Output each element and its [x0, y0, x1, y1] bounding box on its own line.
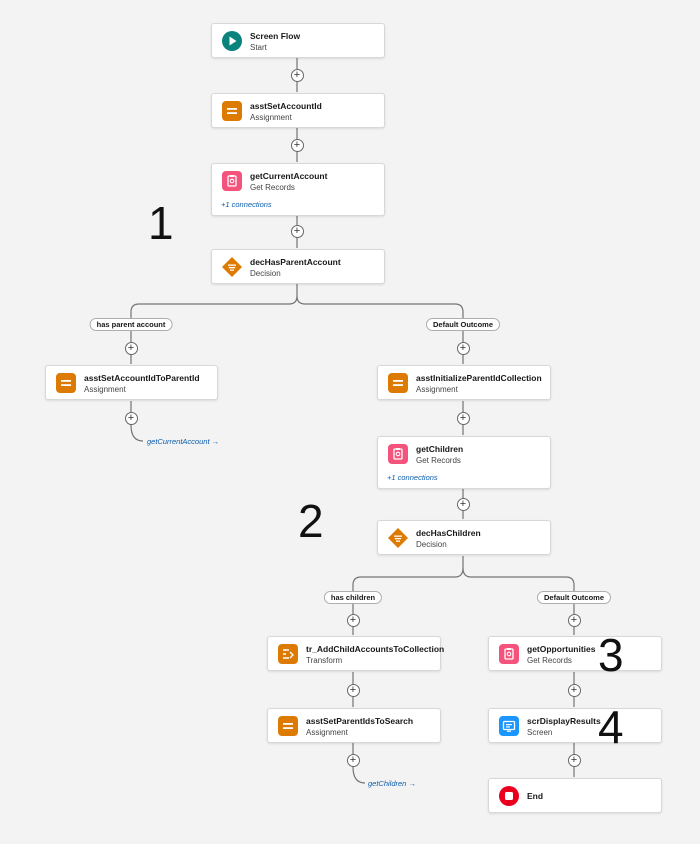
add-element-button[interactable]: +	[290, 68, 304, 82]
end-node[interactable]: End	[488, 778, 662, 813]
node-type: Get Records	[250, 183, 295, 192]
start-node[interactable]: Screen Flow Start	[211, 23, 385, 58]
add-element-button[interactable]: +	[567, 753, 581, 767]
node-title: Screen Flow	[250, 31, 301, 41]
connections-link[interactable]: +1 connections	[221, 200, 272, 209]
decHasParentAccount-node[interactable]: decHasParentAccount Decision	[211, 249, 385, 284]
node-title: getChildren	[416, 444, 464, 454]
add-element-button[interactable]: +	[456, 497, 470, 511]
node-title: tr_AddChildAccountsToCollection	[306, 644, 445, 654]
add-element-button[interactable]: +	[346, 683, 360, 697]
asstSetParentIdsToSearch-node[interactable]: asstSetParentIdsToSearch Assignment	[267, 708, 441, 743]
outcome-label-default[interactable]: Default Outcome	[536, 591, 612, 604]
assignment-icon	[388, 373, 408, 393]
node-title: decHasParentAccount	[250, 257, 341, 267]
node-type: Get Records	[527, 656, 572, 665]
getOpportunities-node[interactable]: getOpportunities Get Records	[488, 636, 662, 671]
add-element-button[interactable]: +	[124, 411, 138, 425]
goto-link-getCurrentAccount[interactable]: getCurrentAccount →	[147, 437, 220, 446]
node-title: scrDisplayResults	[527, 716, 601, 726]
outcome-label-default[interactable]: Default Outcome	[425, 318, 501, 331]
outcome-label-has-parent-account[interactable]: has parent account	[89, 318, 173, 331]
add-element-button[interactable]: +	[456, 411, 470, 425]
add-element-button[interactable]: +	[567, 613, 581, 627]
decHasChildren-node[interactable]: decHasChildren Decision	[377, 520, 551, 555]
assignment-icon	[222, 101, 242, 121]
assignment-icon	[56, 373, 76, 393]
add-element-button[interactable]: +	[124, 341, 138, 355]
annotation-number-2: 2	[298, 495, 324, 547]
node-title: asstSetParentIdsToSearch	[306, 716, 414, 726]
getChildren-node[interactable]: getChildren Get Records +1 connections	[377, 436, 551, 489]
node-title: asstSetAccountId	[250, 101, 322, 111]
asstInitializeParentIdCollection-node[interactable]: asstInitializeParentIdCollection Assignm…	[377, 365, 551, 400]
annotation-number-4: 4	[598, 701, 624, 753]
get-records-icon	[222, 171, 242, 191]
tr_AddChildAccountsToCollection-node[interactable]: tr_AddChildAccountsToCollection Transfor…	[267, 636, 445, 671]
annotation-number-1: 1	[148, 197, 174, 249]
add-element-button[interactable]: +	[290, 138, 304, 152]
connections-link[interactable]: +1 connections	[387, 473, 438, 482]
get-records-icon	[388, 444, 408, 464]
node-type: Assignment	[306, 728, 348, 737]
node-type: Transform	[306, 656, 343, 665]
scrDisplayResults-node[interactable]: scrDisplayResults Screen	[488, 708, 662, 743]
node-title: asstSetAccountIdToParentId	[84, 373, 200, 383]
node-title: decHasChildren	[416, 528, 481, 538]
decision-icon	[388, 528, 408, 548]
add-element-button[interactable]: +	[567, 683, 581, 697]
node-title: getOpportunities	[527, 644, 596, 654]
play-icon	[222, 31, 242, 51]
transform-icon	[278, 644, 298, 664]
node-type: Assignment	[250, 113, 292, 122]
node-type: Assignment	[416, 385, 458, 394]
asstSetAccountId-node[interactable]: asstSetAccountId Assignment	[211, 93, 385, 128]
node-title: End	[527, 791, 544, 801]
assignment-icon	[278, 716, 298, 736]
getCurrentAccount-node[interactable]: getCurrentAccount Get Records +1 connect…	[211, 163, 385, 216]
node-type: Get Records	[416, 456, 461, 465]
add-element-button[interactable]: +	[290, 224, 304, 238]
node-type: Decision	[416, 540, 447, 549]
outcome-label-has-children[interactable]: has children	[323, 591, 383, 604]
add-element-button[interactable]: +	[346, 753, 360, 767]
decision-icon	[222, 257, 242, 277]
stop-icon	[499, 786, 519, 806]
screen-icon	[499, 716, 519, 736]
node-type: Assignment	[84, 385, 126, 394]
node-type: Start	[250, 43, 267, 52]
node-type: Decision	[250, 269, 281, 278]
add-element-button[interactable]: +	[456, 341, 470, 355]
node-title: asstInitializeParentIdCollection	[416, 373, 542, 383]
goto-link-getChildren[interactable]: getChildren →	[368, 779, 416, 788]
get-records-icon	[499, 644, 519, 664]
add-element-button[interactable]: +	[346, 613, 360, 627]
node-type: Screen	[527, 728, 553, 737]
annotation-number-3: 3	[598, 629, 624, 681]
node-title: getCurrentAccount	[250, 171, 328, 181]
asstSetAccountIdToParentId-node[interactable]: asstSetAccountIdToParentId Assignment	[45, 365, 218, 400]
